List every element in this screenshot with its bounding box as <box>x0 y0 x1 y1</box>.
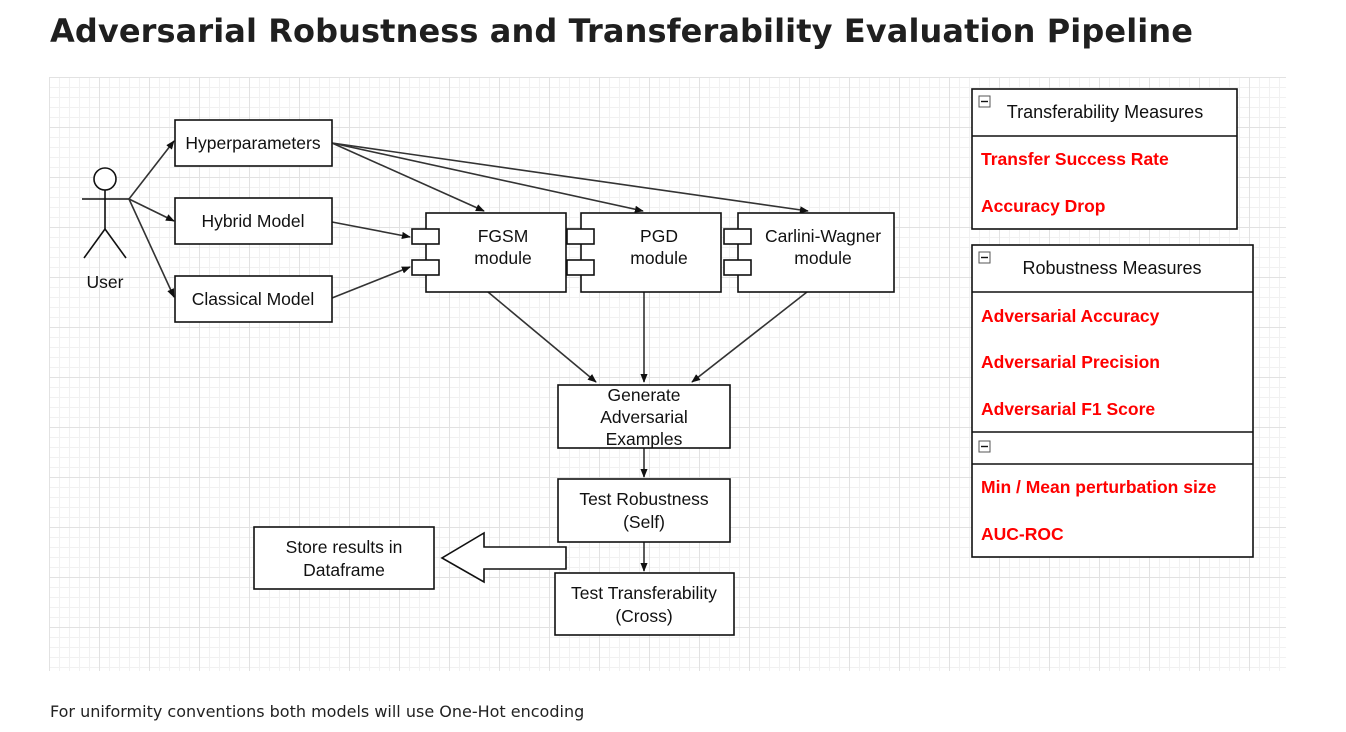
edge-fgsm-generate <box>487 291 597 383</box>
edge-classical-fgsm <box>331 266 411 299</box>
test-cross-label-line1: Test Transferability <box>571 583 717 603</box>
fgsm-module: FGSM module <box>411 212 567 293</box>
carlini-wagner-module: Carlini-Wagner module <box>723 212 895 293</box>
fgsm-label-line2: module <box>474 248 531 268</box>
test-self-label-line1: Test Robustness <box>579 489 709 509</box>
pgd-module: PGD module <box>566 212 722 293</box>
edge-hyper-cw <box>331 142 809 214</box>
collapse-icon[interactable] <box>978 440 991 453</box>
metric-item: AUC-ROC <box>981 524 1064 544</box>
edge-user-classical <box>128 198 175 298</box>
edge-cw-generate <box>691 291 808 383</box>
edge-hybrid-fgsm <box>331 221 411 240</box>
footer-note: For uniformity conventions both models w… <box>50 702 585 721</box>
pgd-label-line1: PGD <box>640 226 678 246</box>
hyperparameters-label: Hyperparameters <box>185 133 320 153</box>
test-cross-label-line2: (Cross) <box>615 606 672 626</box>
store-label-line2: Dataframe <box>303 560 385 580</box>
test-self-label-line2: (Self) <box>623 512 665 532</box>
transferability-panel-title: Transferability Measures <box>1007 102 1203 122</box>
metric-item: Adversarial F1 Score <box>981 399 1155 419</box>
pgd-component-port-icon <box>566 259 595 276</box>
edge-user-hyperparameters <box>128 140 175 200</box>
metric-item: Adversarial Precision <box>981 352 1160 372</box>
user-label: User <box>87 272 124 292</box>
generate-adversarial-box: Generate Adversarial Examples <box>557 384 731 449</box>
edge-hyper-fgsm <box>331 142 485 212</box>
store-label-line1: Store results in <box>286 537 403 557</box>
store-results-box: Store results in Dataframe <box>253 526 435 590</box>
cw-component-port-icon <box>723 259 752 276</box>
test-robustness-box: Test Robustness (Self) <box>557 478 731 543</box>
generate-label-line2: Adversarial <box>600 407 688 427</box>
classical-model-label: Classical Model <box>192 289 315 309</box>
edge-user-hybrid <box>128 198 175 222</box>
classical-model-box: Classical Model <box>174 275 333 323</box>
hyperparameters-box: Hyperparameters <box>174 119 333 167</box>
user-actor-icon <box>82 167 129 259</box>
pgd-label-line2: module <box>630 248 687 268</box>
generate-label-line1: Generate <box>608 385 681 405</box>
fgsm-component-port-icon <box>411 259 440 276</box>
pgd-component-port-icon <box>566 228 595 245</box>
cw-component-port-icon <box>723 228 752 245</box>
robustness-measures-panel: Robustness Measures Adversarial Accuracy… <box>971 244 1254 558</box>
transferability-measures-panel: Transferability Measures Transfer Succes… <box>971 88 1238 230</box>
generate-label-line3: Examples <box>606 429 683 449</box>
store-results-arrow-icon <box>440 531 567 584</box>
hybrid-model-box: Hybrid Model <box>174 197 333 245</box>
metric-item: Min / Mean perturbation size <box>981 477 1217 497</box>
collapse-icon[interactable] <box>978 95 991 108</box>
hybrid-model-label: Hybrid Model <box>201 211 304 231</box>
collapse-icon[interactable] <box>978 251 991 264</box>
metric-item: Transfer Success Rate <box>981 149 1169 169</box>
metric-item: Adversarial Accuracy <box>981 306 1160 326</box>
edge-hyper-pgd <box>331 142 644 213</box>
cw-label-line1: Carlini-Wagner <box>765 226 881 246</box>
robustness-panel-title: Robustness Measures <box>1022 258 1201 278</box>
metric-item: Accuracy Drop <box>981 196 1106 216</box>
fgsm-component-port-icon <box>411 228 440 245</box>
fgsm-label-line1: FGSM <box>478 226 529 246</box>
test-transferability-box: Test Transferability (Cross) <box>554 572 735 636</box>
cw-label-line2: module <box>794 248 851 268</box>
page-title: Adversarial Robustness and Transferabili… <box>50 12 1194 50</box>
